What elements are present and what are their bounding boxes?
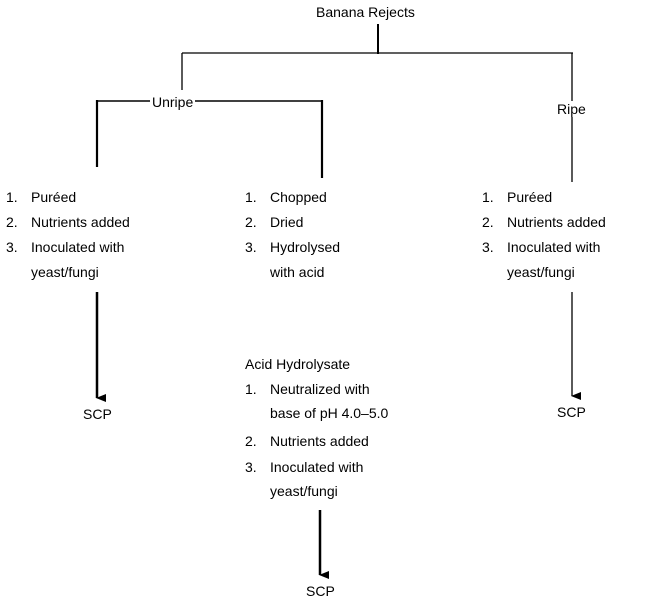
step-3: 3.Hydrolysed [245,239,341,255]
ripe-label: Ripe [555,101,588,117]
step-2: 2.Nutrients added [482,214,606,230]
step-3-continued: yeast/fungi [507,264,575,280]
step-1: 1.Chopped [245,189,327,205]
acid-hydrolysate-title: Acid Hydrolysate [245,356,351,372]
step-2: 2.Nutrients added [245,433,369,449]
unripe-label: Unripe [150,94,196,110]
step-1: 1.Puréed [6,189,77,205]
step-3: 3.Inoculated with [482,239,601,255]
step-3: 3.Inoculated with [6,239,125,255]
branch-unripe-label: Unripe [150,94,196,111]
step-1: 1.Neutralized with [245,381,370,397]
branch-ripe-label: Ripe [555,101,588,118]
root-label: Banana Rejects [316,4,415,20]
step-1-continued: base of pH 4.0–5.0 [270,405,389,421]
output-scp: SCP [306,583,335,599]
step-3-continued: with acid [270,264,325,280]
step-3-continued: yeast/fungi [270,483,338,499]
step-1: 1.Puréed [482,189,553,205]
step-2: 2.Dried [245,214,304,230]
step-3: 3.Inoculated with [245,459,364,475]
step-2: 2.Nutrients added [6,214,130,230]
output-scp: SCP [557,404,586,420]
step-3-continued: yeast/fungi [31,264,99,280]
output-scp: SCP [83,406,112,422]
